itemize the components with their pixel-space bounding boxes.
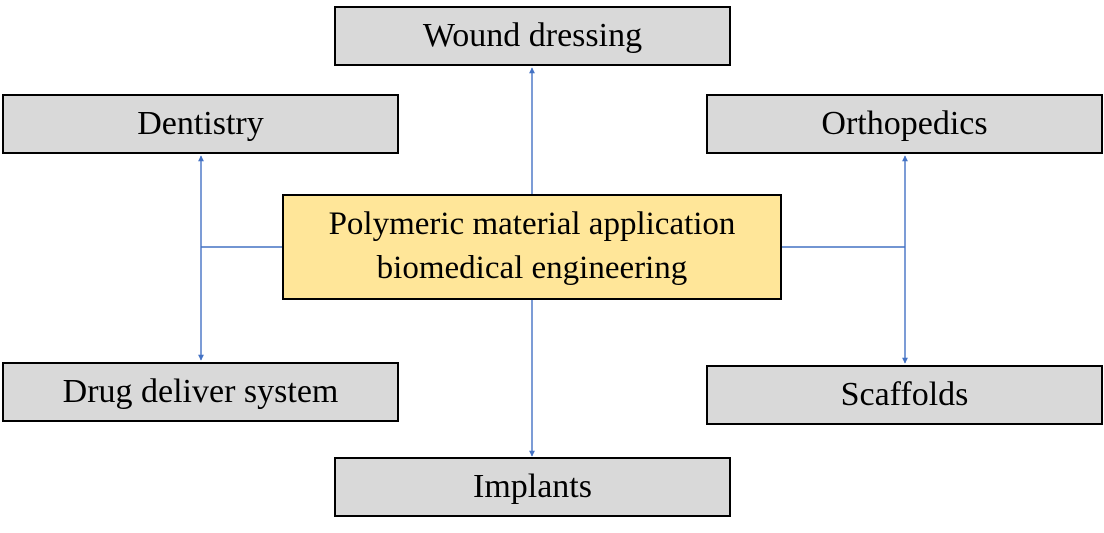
node-orthopedics: Orthopedics — [706, 94, 1103, 154]
node-label: Scaffolds — [840, 375, 969, 413]
node-label: Wound dressing — [422, 16, 643, 54]
center-label-line-1: Polymeric material application — [328, 206, 736, 243]
node-label: Dentistry — [137, 104, 264, 142]
node-center-topic: Polymeric material application biomedica… — [282, 194, 782, 300]
node-wound-dressing: Wound dressing — [334, 6, 731, 66]
node-implants: Implants — [334, 457, 731, 517]
node-scaffolds: Scaffolds — [706, 365, 1103, 425]
node-label: Implants — [473, 467, 592, 505]
node-label: Drug deliver system — [62, 372, 339, 410]
center-label-line-2: biomedical engineering — [376, 250, 688, 286]
node-label: Orthopedics — [821, 104, 988, 142]
node-dentistry: Dentistry — [2, 94, 399, 154]
node-drug-delivery-system: Drug deliver system — [2, 362, 399, 422]
